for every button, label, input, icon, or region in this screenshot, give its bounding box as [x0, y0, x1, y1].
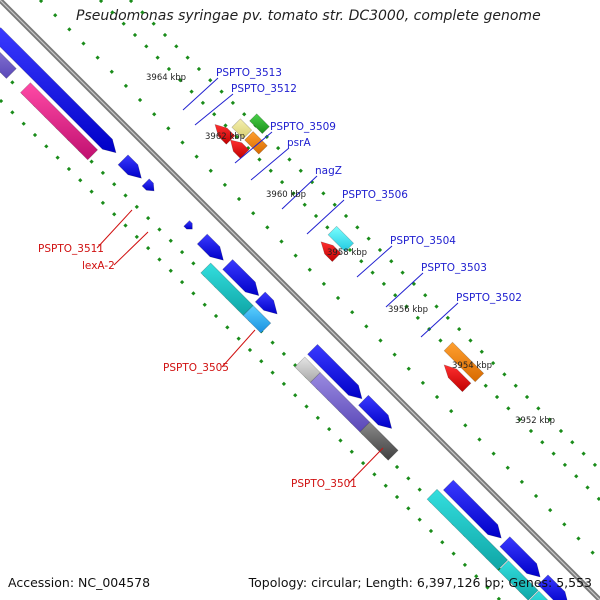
kbp-label: 3954 kbp [452, 361, 492, 371]
gene-feature-reverse[interactable] [327, 225, 355, 253]
dot-row [128, 0, 600, 473]
gene-feature[interactable] [426, 488, 509, 571]
cds-feature[interactable] [358, 394, 393, 429]
cds-feature[interactable] [183, 220, 193, 230]
gene-label[interactable]: PSPTO_3509 [270, 121, 336, 133]
cds-feature[interactable] [0, 27, 117, 154]
gene-feature-reverse[interactable] [244, 131, 268, 155]
cds-feature-reverse[interactable] [320, 241, 342, 263]
gene-label[interactable]: PSPTO_3513 [216, 67, 282, 79]
leader-line [194, 93, 234, 126]
gene-label-reverse[interactable]: lexA-2 [82, 260, 115, 272]
kbp-label: 3952 kbp [515, 416, 555, 426]
leader-line [356, 245, 393, 278]
cds-feature[interactable] [117, 154, 142, 179]
cds-feature[interactable] [141, 178, 155, 192]
gene-feature[interactable] [498, 560, 539, 600]
leader-line [385, 272, 424, 308]
leader-line [281, 175, 318, 210]
kbp-label: 3962 kbp [205, 132, 245, 142]
cds-feature[interactable] [196, 233, 224, 261]
cds-feature[interactable] [499, 536, 541, 578]
kbp-label: 3958 kbp [327, 248, 367, 258]
gene-label-reverse[interactable]: PSPTO_3501 [291, 478, 357, 490]
gene-label[interactable]: PSPTO_3502 [456, 292, 522, 304]
gene-label[interactable]: nagZ [315, 165, 342, 177]
gene-label[interactable]: PSPTO_3512 [231, 83, 297, 95]
gene-label[interactable]: PSPTO_3506 [342, 189, 408, 201]
accession-text: Accession: NC_004578 [8, 575, 151, 590]
kbp-label: 3964 kbp [146, 73, 186, 83]
cds-feature[interactable] [307, 343, 363, 400]
gene-labels: PSPTO_3513PSPTO_3512PSPTO_3509psrAnagZPS… [38, 67, 522, 490]
dot-row [0, 98, 503, 600]
cds-feature-reverse[interactable] [230, 139, 250, 159]
gene-label-reverse[interactable]: PSPTO_3505 [163, 362, 229, 374]
cds-feature-reverse[interactable] [214, 124, 236, 145]
map-title: Pseudomonas syringae pv. tomato str. DC3… [76, 8, 541, 24]
gene-label[interactable]: psrA [287, 137, 311, 149]
gene-feature-reverse[interactable] [443, 341, 485, 383]
gene-feature[interactable] [20, 82, 99, 161]
leader-line-reverse [113, 231, 149, 266]
gene-feature-reverse[interactable] [231, 118, 253, 140]
cds-feature-reverse[interactable] [443, 364, 472, 393]
gene-feature[interactable] [359, 421, 399, 461]
gene-features [0, 27, 568, 600]
leader-line-reverse [221, 329, 256, 368]
leader-line [182, 77, 219, 111]
kbp-label: 3960 kbp [266, 190, 306, 200]
leader-line [250, 147, 290, 181]
label-leaders [96, 77, 459, 484]
gene-label[interactable]: PSPTO_3504 [390, 235, 456, 247]
gene-feature[interactable] [0, 33, 17, 79]
leader-line [234, 131, 273, 164]
kbp-labels: 3964 kbp 3962 kbp 3960 kbp 3958 kbp 3956 kbp… [146, 73, 555, 426]
cds-feature[interactable] [442, 479, 502, 539]
gene-feature[interactable] [529, 590, 564, 600]
leader-line-reverse [348, 447, 384, 484]
leader-line-reverse [96, 209, 133, 249]
leader-line [306, 199, 345, 235]
cds-feature[interactable] [222, 259, 260, 297]
cds-feature[interactable] [254, 291, 278, 315]
leader-line [420, 302, 459, 338]
gene-label-reverse[interactable]: PSPTO_3511 [38, 243, 104, 255]
cds-feature[interactable] [537, 574, 568, 600]
kbp-label: 3956 kbp [388, 305, 428, 315]
gene-label[interactable]: PSPTO_3503 [421, 262, 487, 274]
topology-summary: Topology: circular; Length: 6,397,126 bp… [248, 575, 592, 590]
gene-feature-reverse[interactable] [249, 113, 270, 135]
gene-feature[interactable] [242, 305, 272, 334]
